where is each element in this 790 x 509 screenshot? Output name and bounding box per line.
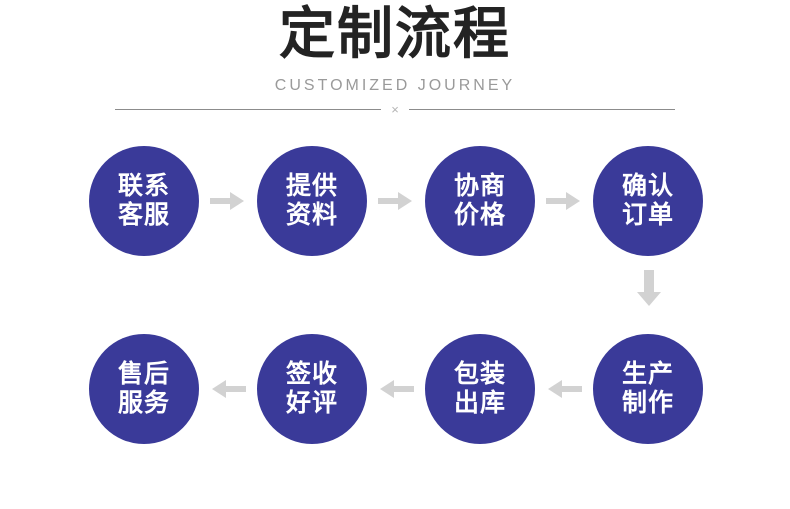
flow-node-contact-service[interactable]: 联系 客服 — [89, 146, 199, 256]
arrow-down-icon — [633, 270, 665, 308]
arrow-left-icon — [378, 377, 414, 401]
header-divider: × — [115, 100, 675, 118]
flow-node-label-line1: 签收 — [285, 360, 338, 388]
flow-node-negotiate-price[interactable]: 协商 价格 — [425, 146, 535, 256]
arrow-left-icon — [546, 377, 582, 401]
arrow-right-icon — [546, 189, 582, 213]
arrow-left-icon — [210, 377, 246, 401]
header: 定制流程 CUSTOMIZED JOURNEY × — [0, 0, 790, 130]
flow-node-label-line1: 协商 — [453, 172, 506, 200]
arrow-right-icon — [378, 189, 414, 213]
flow-node-label-line2: 服务 — [117, 389, 170, 417]
flow-node-confirm-order[interactable]: 确认 订单 — [593, 146, 703, 256]
flow-node-label-line1: 提供 — [285, 172, 338, 200]
flow-node-label-line1: 生产 — [621, 360, 674, 388]
flow-node-after-sales-service[interactable]: 售后 服务 — [89, 334, 199, 444]
divider-line-left — [115, 108, 382, 110]
flow-node-label-line2: 客服 — [117, 201, 170, 229]
flow-node-label-line2: 价格 — [453, 201, 506, 229]
divider-line-right — [408, 108, 675, 110]
flow-node-label-line1: 包装 — [453, 360, 506, 388]
flow-node-label-line2: 好评 — [285, 389, 338, 417]
page-subtitle: CUSTOMIZED JOURNEY — [274, 77, 516, 94]
divider-cross-icon: × — [391, 101, 399, 117]
page-title: 定制流程 — [279, 2, 511, 65]
flow-node-production[interactable]: 生产 制作 — [593, 334, 703, 444]
flow-node-label-line1: 售后 — [117, 360, 170, 388]
flow-row-top: 联系 客服 提供 资料 协商 价格 确认 订单 — [0, 146, 790, 258]
flow-node-label-line2: 出库 — [453, 389, 506, 417]
flow-row-bottom: 售后 服务 签收 好评 包装 出库 生产 制作 — [0, 334, 790, 446]
flow-node-packaging-shipping[interactable]: 包装 出库 — [425, 334, 535, 444]
flow-node-label-line2: 制作 — [621, 389, 674, 417]
arrow-right-icon — [210, 189, 246, 213]
flow-node-label-line1: 联系 — [117, 172, 170, 200]
flow-node-provide-materials[interactable]: 提供 资料 — [257, 146, 367, 256]
flow-node-sign-and-review[interactable]: 签收 好评 — [257, 334, 367, 444]
flow-node-label-line2: 订单 — [621, 201, 674, 229]
flow-node-label-line2: 资料 — [285, 201, 338, 229]
flow-node-label-line1: 确认 — [621, 172, 674, 200]
